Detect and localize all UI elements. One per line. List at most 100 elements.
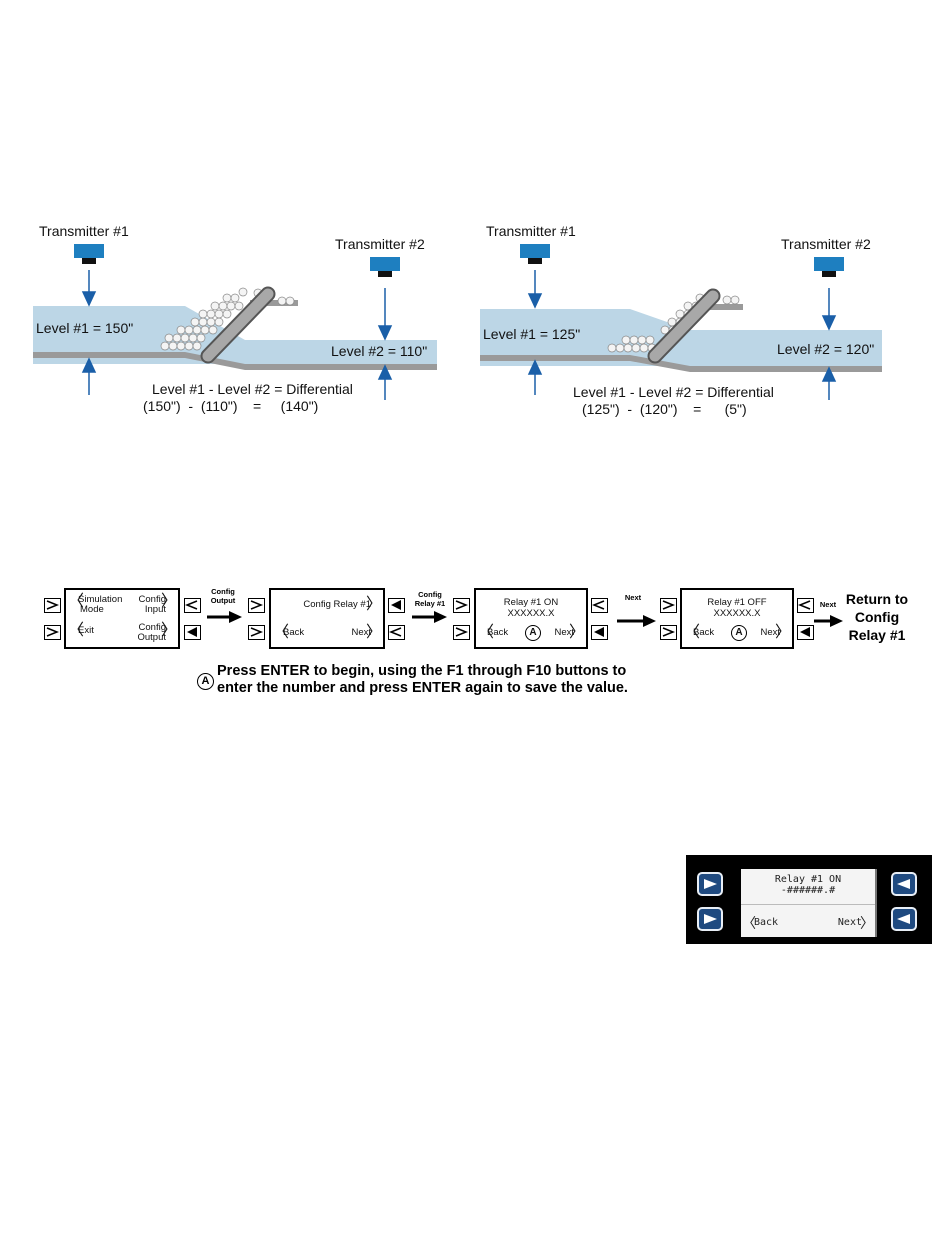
f3-key	[797, 598, 814, 613]
tank-illustration-right	[480, 244, 882, 400]
f2-key	[44, 625, 61, 640]
left-triangle-icon	[391, 600, 401, 610]
left-chevron-icon	[389, 627, 402, 637]
relay-on-title: Relay #1 ON	[503, 597, 559, 608]
angle-right-icon: 〉	[568, 624, 585, 641]
note-line2: enter the number and press ENTER again t…	[217, 680, 628, 696]
right-chevron-icon	[46, 627, 59, 637]
left-triangle-icon	[187, 627, 197, 637]
f3-key	[184, 598, 201, 613]
menu-config-input-line2: Input	[144, 604, 166, 615]
menu-next: Next	[760, 627, 780, 638]
instruction-note: Press ENTER to begin, using the F1 throu…	[217, 663, 628, 697]
angle-left-icon: 〈	[742, 916, 756, 932]
f1-key	[660, 598, 677, 613]
right-chevron-icon	[455, 600, 468, 610]
menu-config-output: Config	[138, 622, 166, 633]
menu-exit: Exit	[78, 625, 94, 636]
right-triangle-icon	[704, 914, 717, 924]
tank-illustration-left	[33, 244, 437, 400]
transmitter-2-label: Transmitter #2	[781, 236, 871, 252]
f4-button	[891, 907, 917, 931]
left-triangle-icon	[800, 627, 810, 637]
flow-arrow-icon	[412, 611, 447, 623]
left-chevron-icon	[592, 600, 605, 610]
menu-config-relay-1: Config Relay #1	[303, 599, 371, 610]
right-chevron-icon	[250, 600, 263, 610]
lcd-line2: -######.#	[780, 885, 836, 896]
angle-left-icon: 〈	[68, 593, 85, 610]
transmitter-1-label: Transmitter #1	[486, 223, 576, 239]
differential-diagram-left: Transmitter #1 Transmitter #2 Level #1 =…	[0, 0, 470, 440]
angle-right-icon: 〉	[774, 624, 791, 641]
arrow-label-line2: Output	[210, 596, 236, 605]
angle-right-icon: 〉	[365, 596, 382, 613]
f4-key	[591, 625, 608, 640]
return-line1: Return to	[845, 591, 909, 607]
screen-relay-off: Relay #1 OFF XXXXXX.X 〈 Back A Next 〉	[680, 588, 794, 649]
menu-flow-chart: 〈 Simulation Mode Config Input 〉 〈 Exit …	[44, 587, 916, 697]
flow-arrow-icon	[617, 615, 656, 627]
step-marker-a: A	[731, 625, 747, 641]
arrow-label-next: Next	[819, 600, 837, 609]
left-triangle-icon	[594, 627, 604, 637]
level-2-label: Level #2 = 110"	[331, 343, 428, 359]
lcd-screen: Relay #1 ON -######.# 〈 Back Next 〉	[741, 869, 875, 937]
left-triangle-icon	[897, 879, 910, 889]
relay-off-title: Relay #1 OFF	[707, 597, 767, 608]
angle-left-icon: 〈	[478, 624, 495, 641]
angle-left-icon: 〈	[273, 624, 290, 641]
display-photo: Relay #1 ON -######.# 〈 Back Next 〉	[686, 855, 932, 944]
f2-key	[248, 625, 265, 640]
f3-key	[388, 598, 405, 613]
arrow-label-config-relay: Config Relay #1	[410, 590, 450, 608]
left-triangle-icon	[897, 914, 910, 924]
left-chevron-icon	[798, 600, 811, 610]
f2-button	[697, 907, 723, 931]
transmitter-2-label: Transmitter #2	[335, 236, 425, 252]
angle-right-icon: 〉	[365, 624, 382, 641]
f1-key	[248, 598, 265, 613]
right-chevron-icon	[250, 627, 263, 637]
f2-key	[453, 625, 470, 640]
transmitter-1-label: Transmitter #1	[39, 223, 129, 239]
angle-right-icon: 〉	[860, 916, 874, 932]
menu-back: Back	[283, 627, 305, 638]
screen-relay-on: Relay #1 ON XXXXXX.X 〈 Back A Next 〉	[474, 588, 588, 649]
f1-key	[453, 598, 470, 613]
f3-key	[591, 598, 608, 613]
level-1-label: Level #1 = 150"	[36, 320, 134, 336]
arrow-label-line1: Config	[211, 587, 235, 596]
level-1-label: Level #1 = 125"	[483, 326, 581, 342]
return-line3: Relay #1	[848, 627, 906, 643]
flow-arrow-icon	[814, 615, 843, 627]
right-chevron-icon	[455, 627, 468, 637]
right-chevron-icon	[662, 627, 675, 637]
note-marker-a: A	[197, 673, 214, 690]
f2-key	[660, 625, 677, 640]
relay-on-value: XXXXXX.X	[507, 608, 555, 619]
f1-button	[697, 872, 723, 896]
right-chevron-icon	[662, 600, 675, 610]
differential-diagram-right: Transmitter #1 Transmitter #2 Level #1 =…	[0, 0, 950, 440]
menu-next: Next	[554, 627, 574, 638]
return-to-config-relay: Return to Config Relay #1	[838, 590, 916, 644]
differential-values: (125") - (120") = (5")	[582, 401, 747, 417]
lcd-divider	[741, 904, 875, 905]
return-line2: Config	[854, 609, 900, 625]
menu-back: Back	[693, 627, 715, 638]
right-triangle-icon	[704, 879, 717, 889]
note-line1: Press ENTER to begin, using the F1 throu…	[217, 663, 627, 679]
f1-key	[44, 598, 61, 613]
f4-key	[797, 625, 814, 640]
arrow-label-line2: Relay #1	[414, 599, 446, 608]
menu-simulation-mode-line2: Mode	[80, 604, 104, 615]
lcd-line1: Relay #1 ON	[774, 874, 842, 885]
angle-right-icon: 〉	[160, 593, 177, 610]
menu-next: Next	[351, 627, 371, 638]
screen-config-relay: Config Relay #1 〉 〈 Back Next 〉	[269, 588, 385, 649]
menu-config-output-line2: Output	[137, 632, 166, 643]
step-marker-a: A	[525, 625, 541, 641]
left-chevron-icon	[185, 600, 198, 610]
lcd-next: Next	[837, 917, 862, 928]
